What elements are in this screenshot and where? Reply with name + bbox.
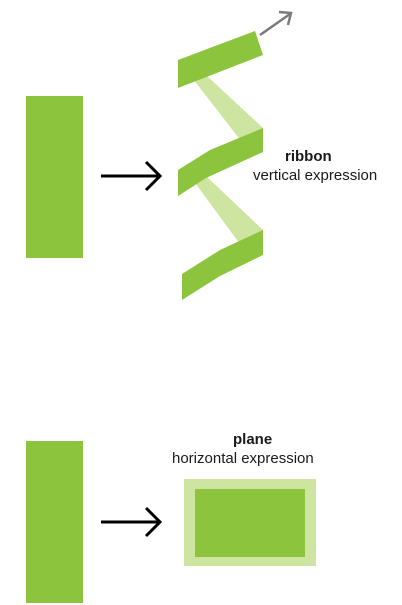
source-rectangle-bottom	[26, 441, 83, 603]
source-rectangle-top	[26, 96, 83, 258]
ribbon-front-segment	[178, 128, 263, 196]
plane-inner	[195, 489, 305, 557]
arrow-right-icon	[101, 506, 163, 538]
plane-shape	[184, 479, 316, 566]
ribbon-helix	[178, 31, 263, 300]
ribbon-back-segment	[190, 176, 263, 255]
ribbon-front-segment	[182, 230, 263, 300]
plane-subtitle: horizontal expression	[172, 450, 314, 467]
ribbon-front-segment	[178, 31, 263, 88]
arrow-up-right-icon	[259, 10, 293, 37]
ribbon-title: ribbon	[285, 148, 332, 165]
ribbon-subtitle: vertical expression	[253, 167, 378, 184]
arrow-right-icon	[101, 160, 163, 192]
ribbon-back-segment	[190, 75, 263, 150]
plane-title: plane	[233, 431, 273, 448]
